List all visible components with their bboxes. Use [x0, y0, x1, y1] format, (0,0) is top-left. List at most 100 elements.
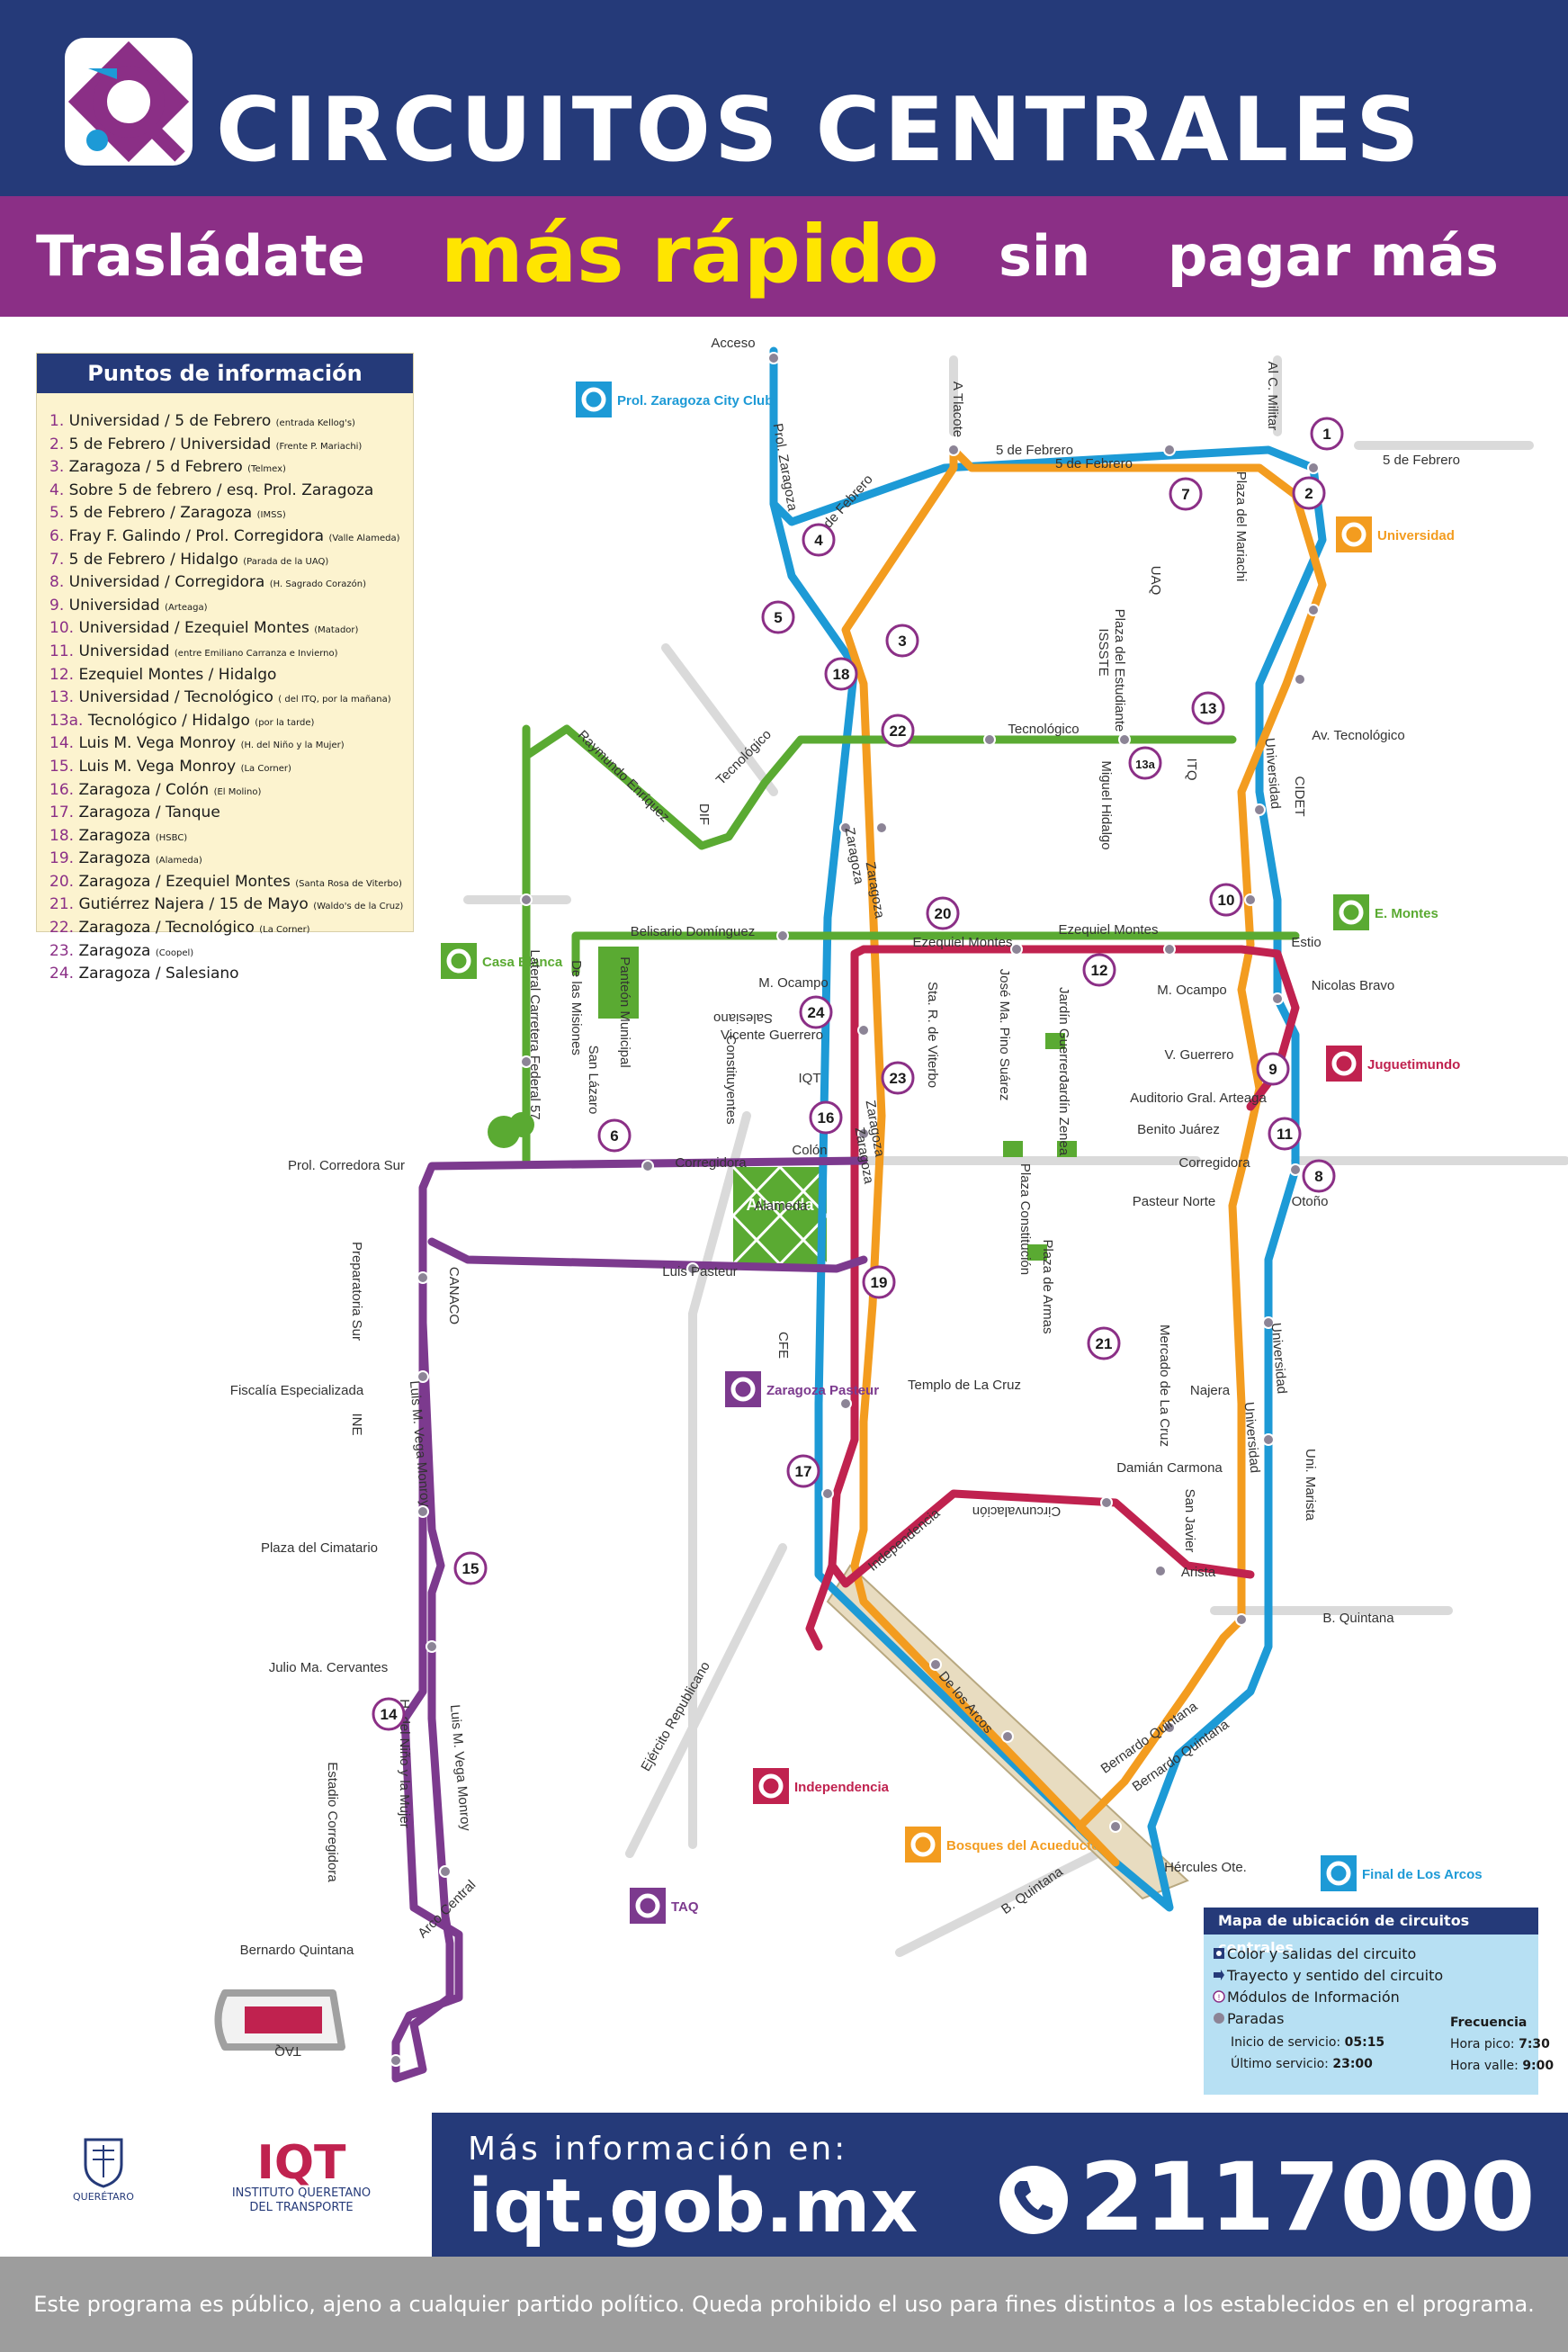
- info-point-marker[interactable]: 23: [881, 1061, 915, 1095]
- info-marker-circle-icon: [881, 714, 915, 748]
- street-b-quintana-southwest: [895, 1840, 1120, 1957]
- street-label: UAQ: [1148, 566, 1163, 596]
- info-point-marker[interactable]: 24: [799, 995, 833, 1029]
- info-point-marker[interactable]: 8: [1302, 1159, 1336, 1193]
- info-point-marker[interactable]: 15: [453, 1551, 488, 1585]
- info-point-marker[interactable]: 9: [1256, 1052, 1290, 1086]
- route-hub-e-montes[interactable]: E. Montes: [1333, 894, 1438, 930]
- info-point-marker[interactable]: 1: [1310, 417, 1344, 451]
- route-hub-label: Casa Blanca: [482, 955, 563, 970]
- queretaro-logo: QUERÉTARO: [54, 2132, 153, 2203]
- route-hub-taq[interactable]: TAQ: [630, 1888, 699, 1924]
- street-label: M. Ocampo: [1157, 983, 1227, 998]
- circuit-hub-icon: [1326, 1046, 1362, 1082]
- info-point-item: 10. Universidad / Ezequiel Montes (Matad…: [49, 618, 403, 642]
- info-point-item: 9. Universidad (Arteaga): [49, 596, 403, 619]
- street-label: Ezequiel Montes: [1059, 922, 1159, 938]
- info-point-marker[interactable]: 21: [1087, 1326, 1121, 1360]
- tagline-emphasis: más rápido: [441, 208, 939, 301]
- header-banner: CIRCUITOS CENTRALES: [0, 0, 1568, 196]
- info-point-marker[interactable]: 3: [885, 624, 919, 658]
- info-point-marker[interactable]: 19: [862, 1265, 896, 1299]
- route-hub-juguetimundo[interactable]: Juguetimundo: [1326, 1046, 1460, 1082]
- street-label: V. Guerrero: [1165, 1047, 1234, 1063]
- street-label: Sta. R. de Viterbo: [925, 982, 940, 1088]
- route-hub-independencia[interactable]: Independencia: [753, 1768, 890, 1804]
- info-point-marker[interactable]: 13: [1191, 691, 1225, 725]
- footer-banner: QUERÉTARO IQT INSTITUTO QUERETANO DEL TR…: [0, 2113, 1568, 2257]
- circuit-hub-icon: [1333, 894, 1369, 930]
- website-link[interactable]: iqt.gob.mx: [468, 2164, 918, 2249]
- info-point-text: Ezequiel Montes / Hidalgo: [78, 665, 277, 684]
- info-marker-label: 22: [890, 723, 907, 740]
- info-point-marker[interactable]: 17: [786, 1454, 820, 1488]
- disclaimer-text: Este programa es público, ajeno a cualqu…: [0, 2257, 1568, 2352]
- route-hub-casa-blanca[interactable]: Casa Blanca: [441, 943, 563, 979]
- info-point-number: 17.: [49, 803, 79, 822]
- info-point-marker[interactable]: 2: [1292, 476, 1326, 510]
- phone-number[interactable]: 2117000: [1080, 2142, 1536, 2252]
- info-marker-circle-icon: [1209, 883, 1243, 917]
- street-diagonal-north: [661, 643, 778, 796]
- route-hub-label: Prol. Zaragoza City Club: [617, 393, 773, 408]
- legend-row-stops: Paradas: [1227, 2010, 1285, 2027]
- info-point-text: Zaragoza / Salesiano: [78, 965, 239, 983]
- route-hub-zaragoza-pasteur[interactable]: Zaragoza Pasteur: [725, 1371, 879, 1407]
- info-marker-label: 1: [1322, 426, 1331, 443]
- info-point-number: 23.: [49, 941, 79, 960]
- info-point-number: 13.: [49, 688, 79, 707]
- legend-row-color: Color y salidas del circuito: [1227, 1945, 1417, 1962]
- info-point-marker[interactable]: 6: [597, 1118, 632, 1153]
- route-hub-final-de-los-arcos[interactable]: Final de Los Arcos: [1321, 1855, 1483, 1891]
- info-marker-label: 5: [774, 609, 782, 626]
- street-label: 5 de Febrero: [1055, 456, 1133, 471]
- info-point-number: 11.: [49, 642, 79, 660]
- info-marker-label: 8: [1314, 1168, 1322, 1185]
- route-hub-bosques-del-acueducto[interactable]: Bosques del Acueducto: [905, 1827, 1099, 1863]
- street-label: 5 de Febrero: [996, 443, 1073, 458]
- info-marker-label: 19: [871, 1274, 888, 1291]
- info-point-note: (entre Emiliano Carranza e Invierno): [174, 648, 338, 659]
- info-point-note: (H. del Niño y la Mujer): [240, 741, 345, 751]
- route-map: Alameda: [214, 336, 1568, 2083]
- info-point-marker[interactable]: 18: [824, 657, 858, 691]
- stop-dot: [839, 1397, 852, 1410]
- info-point-number: 12.: [49, 665, 79, 684]
- info-point-marker[interactable]: 14: [372, 1697, 406, 1731]
- info-point-marker[interactable]: 10: [1209, 883, 1243, 917]
- info-point-text: Universidad / Tecnológico: [78, 688, 279, 707]
- info-point-marker[interactable]: 5: [761, 600, 795, 634]
- info-point-text: Zaragoza: [78, 941, 156, 960]
- frequency-title: Frecuencia: [1450, 2015, 1528, 2030]
- page-title: CIRCUITOS CENTRALES: [216, 79, 1423, 182]
- info-point-item: 19. Zaragoza (Alameda): [49, 848, 403, 872]
- info-point-number: 7.: [49, 550, 69, 569]
- more-info-label: Más información en:: [468, 2131, 848, 2168]
- state-logo-text: QUERÉTARO: [73, 2191, 134, 2203]
- stop-dot: [520, 1055, 533, 1068]
- info-point-item: 3. Zaragoza / 5 d Febrero (Telmex): [49, 457, 403, 480]
- info-point-marker[interactable]: 22: [881, 714, 915, 748]
- info-point-marker[interactable]: 20: [926, 896, 960, 930]
- footer-logos: QUERÉTARO IQT INSTITUTO QUERETANO DEL TR…: [0, 2113, 432, 2257]
- stop-dot: [417, 1271, 429, 1284]
- info-point-marker[interactable]: 12: [1082, 953, 1116, 987]
- stop-dot: [1001, 1730, 1014, 1743]
- info-point-text: Luis M. Vega Monroy: [78, 757, 241, 776]
- info-point-item: 7. 5 de Febrero / Hidalgo (Parada de la …: [49, 550, 403, 573]
- info-point-number: 9.: [49, 596, 69, 615]
- route-hub-prol-zaragoza-city-club[interactable]: Prol. Zaragoza City Club: [576, 382, 773, 417]
- info-point-number: 8.: [49, 573, 69, 592]
- info-point-note: (Santa Rosa de Viterbo): [295, 878, 402, 889]
- iqt-mark: IQT: [256, 2136, 346, 2190]
- route-hub-universidad[interactable]: Universidad: [1336, 516, 1455, 552]
- stop-dot: [1271, 992, 1284, 1005]
- info-point-marker[interactable]: 4: [802, 523, 836, 557]
- info-point-marker[interactable]: 13a: [1128, 746, 1162, 780]
- route-hub-label: TAQ: [671, 1899, 699, 1915]
- info-point-note: (El Molino): [213, 786, 262, 797]
- info-point-marker[interactable]: 16: [809, 1100, 843, 1135]
- info-point-marker[interactable]: 7: [1169, 477, 1203, 511]
- info-point-marker[interactable]: 11: [1268, 1117, 1302, 1151]
- info-point-number: 5.: [49, 504, 69, 523]
